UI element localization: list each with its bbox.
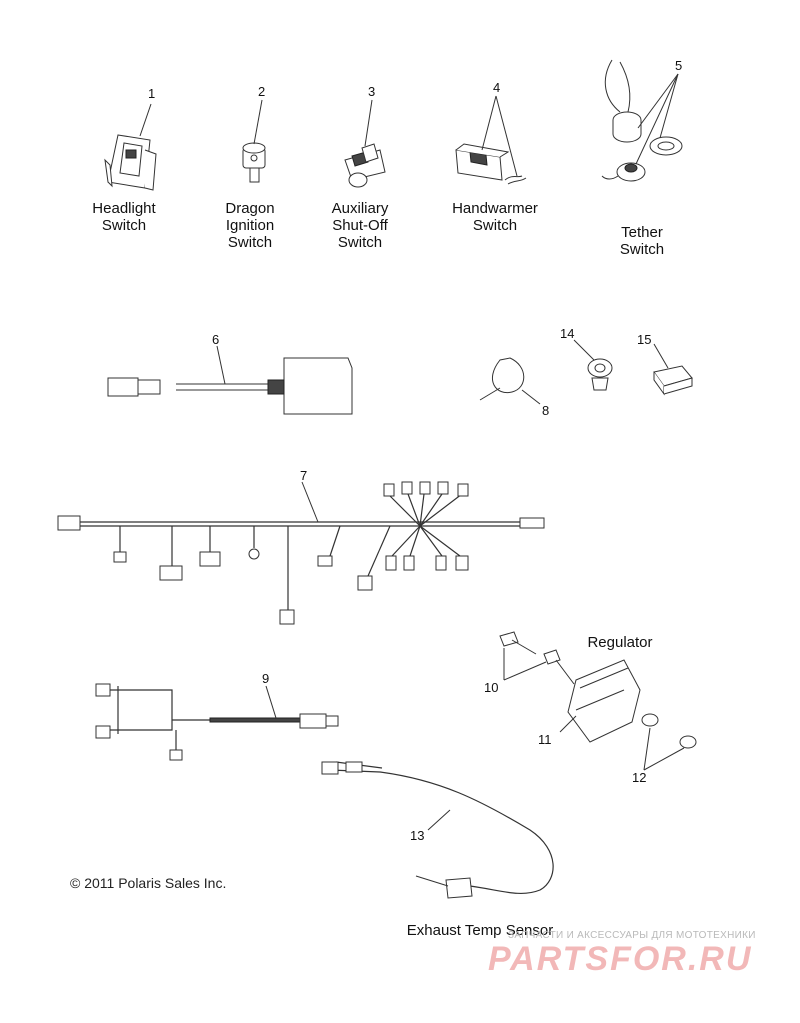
- module-harness-part: [107, 345, 353, 415]
- callout-9: 9: [262, 671, 270, 686]
- copyright-text: © 2011 Polaris Sales Inc.: [70, 875, 227, 891]
- regulator-part: [499, 631, 697, 771]
- callout-14: 14: [560, 326, 575, 341]
- headlight-switch-part: [104, 103, 157, 191]
- callout-7: 7: [300, 468, 308, 483]
- main-harness-part: [57, 481, 545, 625]
- callout-4: 4: [493, 80, 501, 95]
- clip-part: [573, 339, 613, 391]
- callout-12: 12: [632, 770, 647, 785]
- regulator-label: Regulator: [587, 634, 653, 651]
- auxiliary-shutoff-switch-part: [344, 99, 386, 188]
- mount-part: [653, 343, 693, 396]
- exhaust-temp-sensor-part: [321, 761, 554, 899]
- callout-15: 15: [637, 332, 652, 347]
- callout-2: 2: [258, 84, 266, 99]
- callout-13: 13: [410, 828, 425, 843]
- callout-3: 3: [368, 84, 376, 99]
- exhaust-temp-sensor-label: Exhaust Temp Sensor: [406, 922, 554, 939]
- cable-tie-part: [479, 357, 541, 405]
- sub-harness-part: [95, 683, 339, 761]
- dragon-ignition-switch-part: [242, 99, 266, 183]
- handwarmer-switch-part: [455, 95, 527, 185]
- callout-8: 8: [542, 403, 550, 418]
- watermark-tagline: ЗАПЧАСТИ И АКСЕССУАРЫ ДЛЯ МОТОТЕХНИКИ: [508, 930, 756, 941]
- watermark-brand: PARTSFOR.RU: [488, 940, 753, 978]
- callout-5: 5: [675, 58, 683, 73]
- callout-10: 10: [484, 680, 499, 695]
- callout-1: 1: [148, 86, 156, 101]
- callout-11: 11: [538, 732, 552, 747]
- callout-6: 6: [212, 332, 220, 347]
- tether-switch-part: [601, 59, 683, 182]
